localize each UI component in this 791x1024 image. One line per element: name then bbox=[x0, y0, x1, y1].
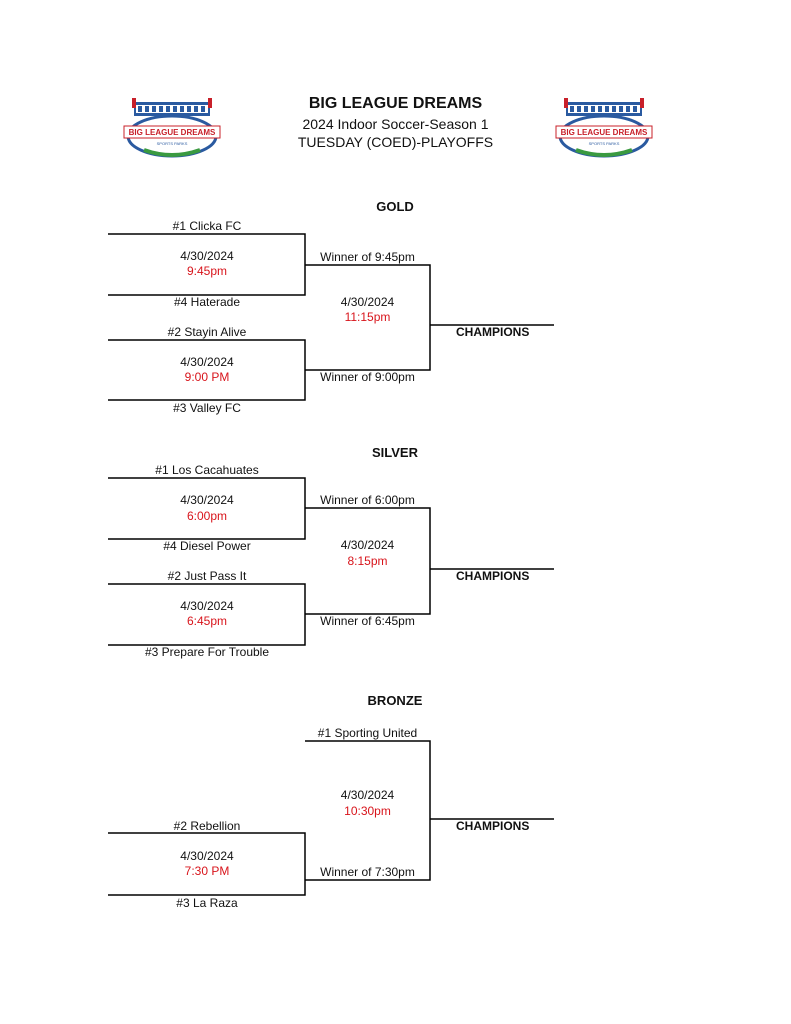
winner-label: Winner of 6:00pm bbox=[320, 493, 415, 507]
team-label: #2 Stayin Alive bbox=[167, 325, 247, 339]
game-time: 6:45pm bbox=[186, 614, 228, 628]
logo-subtext: SPORTS PARKS bbox=[157, 141, 188, 146]
big-league-dreams-logo: BIG LEAGUE DREAMS SPORTS PARKS bbox=[555, 98, 653, 158]
game-time: 6:00pm bbox=[186, 509, 228, 523]
game-time: 9:00 PM bbox=[184, 370, 230, 384]
final-date: 4/30/2024 bbox=[340, 538, 395, 552]
game-date: 4/30/2024 bbox=[180, 849, 234, 863]
winner-label: Winner of 9:45pm bbox=[320, 250, 415, 264]
team-label: #4 Diesel Power bbox=[163, 539, 251, 553]
section-title-gold: GOLD bbox=[376, 199, 414, 214]
team-label: #2 Rebellion bbox=[173, 819, 241, 833]
game-date: 4/30/2024 bbox=[180, 599, 234, 613]
team-label: #3 Prepare For Trouble bbox=[144, 645, 270, 659]
section-title-silver: SILVER bbox=[372, 445, 418, 460]
champions-label: CHAMPIONS bbox=[456, 569, 530, 583]
final-time: 11:15pm bbox=[344, 310, 391, 324]
logo-subtext: SPORTS PARKS bbox=[589, 141, 620, 146]
final-date: 4/30/2024 bbox=[340, 788, 395, 802]
winner-label: Winner of 6:45pm bbox=[320, 614, 415, 628]
page-subtitle: 2024 Indoor Soccer-Season 1 bbox=[302, 116, 489, 132]
game-time: 7:30 PM bbox=[184, 864, 230, 878]
logo-text: BIG LEAGUE DREAMS bbox=[561, 128, 648, 137]
champions-label: CHAMPIONS bbox=[456, 325, 530, 339]
team-label: #1 Sporting United bbox=[317, 726, 418, 740]
winner-label: Winner of 9:00pm bbox=[320, 370, 415, 384]
champions-label: CHAMPIONS bbox=[456, 819, 530, 833]
team-label: #1 Los Cacahuates bbox=[155, 463, 259, 477]
logo-text: BIG LEAGUE DREAMS bbox=[129, 128, 216, 137]
winner-label: Winner of 7:30pm bbox=[320, 865, 415, 879]
game-time: 9:45pm bbox=[186, 264, 228, 278]
final-time: 8:15pm bbox=[347, 554, 388, 568]
big-league-dreams-logo: BIG LEAGUE DREAMS SPORTS PARKS bbox=[123, 98, 221, 158]
team-label: #4 Haterade bbox=[173, 295, 241, 309]
page-subtitle-2: TUESDAY (COED)-PLAYOFFS bbox=[297, 134, 494, 150]
final-time: 10:30pm bbox=[344, 804, 391, 818]
section-title-bronze: BRONZE bbox=[367, 693, 423, 708]
final-date: 4/30/2024 bbox=[340, 295, 395, 309]
page-title: BIG LEAGUE DREAMS bbox=[308, 95, 483, 112]
game-date: 4/30/2024 bbox=[180, 249, 234, 263]
team-label: #1 Clicka FC bbox=[172, 219, 242, 233]
logo-left: BIG LEAGUE DREAMS SPORTS PARKS bbox=[120, 96, 224, 162]
team-label: #2 Just Pass It bbox=[167, 569, 247, 583]
logo-right: BIG LEAGUE DREAMS SPORTS PARKS bbox=[552, 96, 656, 162]
game-date: 4/30/2024 bbox=[180, 355, 234, 369]
game-date: 4/30/2024 bbox=[180, 493, 234, 507]
team-label: #3 La Raza bbox=[176, 896, 238, 910]
team-label: #3 Valley FC bbox=[173, 401, 241, 415]
